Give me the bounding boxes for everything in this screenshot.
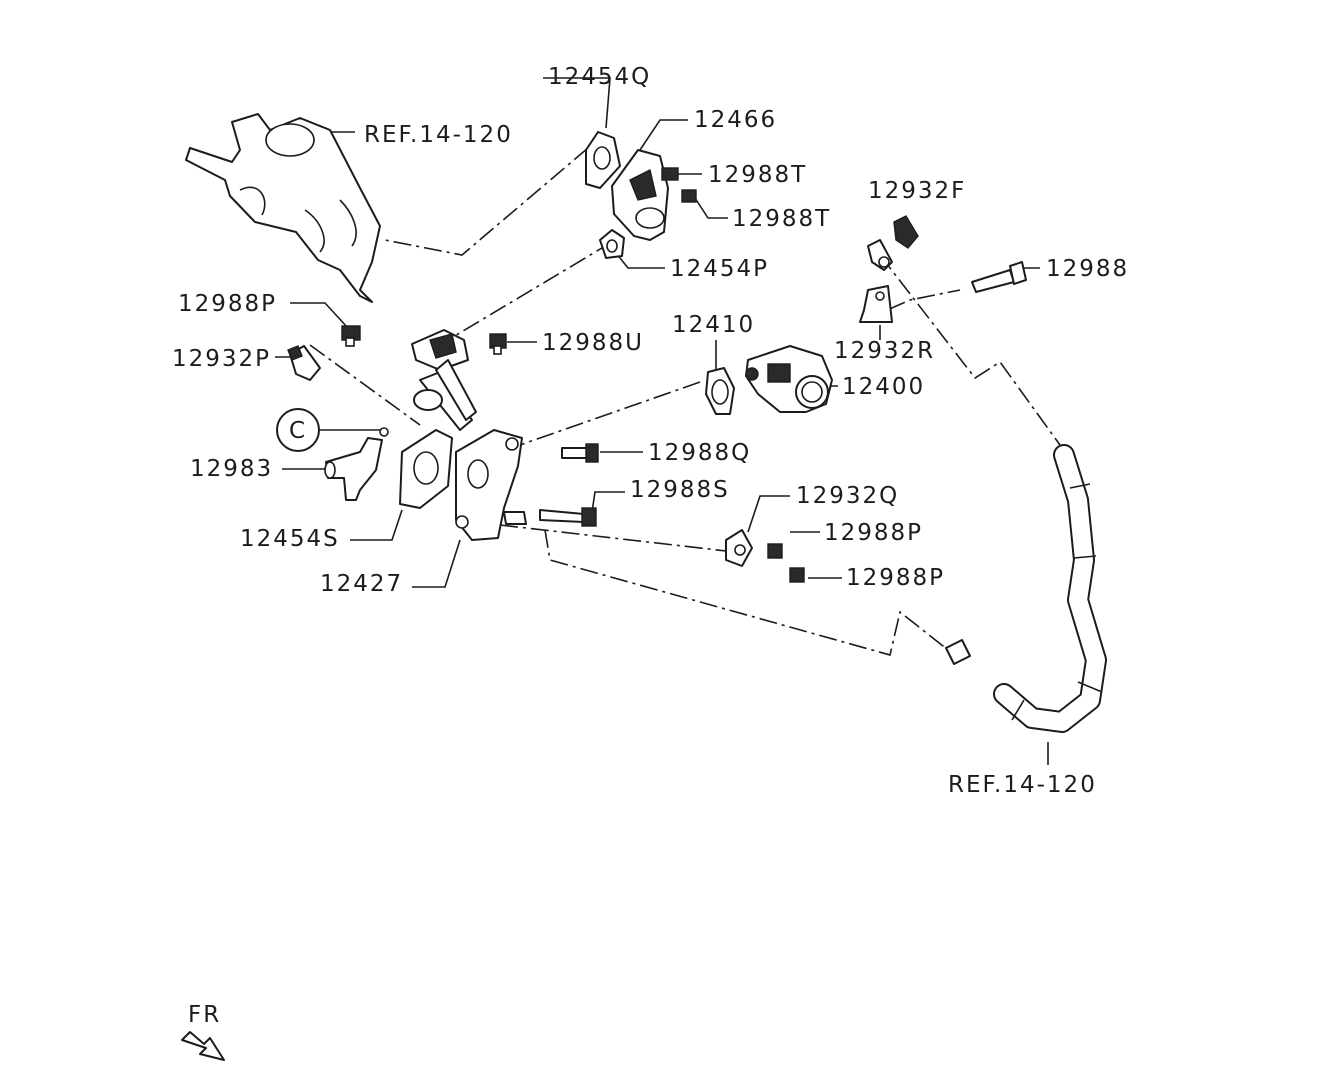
label-12988s: 12988S (630, 477, 730, 503)
label-12410: 12410 (672, 312, 755, 338)
label-12466: 12466 (694, 107, 777, 133)
label-12988t-b: 12988T (732, 206, 831, 232)
callout-c: C (276, 408, 389, 452)
gasket-12410 (705, 367, 735, 415)
label-12454q: 12454Q (548, 64, 651, 90)
label-12988u: 12988U (542, 330, 644, 356)
label-12427: 12427 (320, 571, 403, 597)
bolts-12988t (661, 167, 697, 203)
label-12932r: 12932R (834, 338, 935, 364)
bolt-12988s (539, 507, 597, 527)
gasket-12454s (399, 429, 453, 509)
clamp-12932p (287, 345, 321, 381)
egr-pipe-12466 (611, 149, 669, 241)
label-ref-top: REF.14-120 (364, 122, 513, 148)
bolt-12988u (489, 333, 507, 355)
leader-lines (275, 77, 1049, 765)
ref-top-assembly (185, 113, 381, 303)
egr-bracket-12427 (413, 359, 527, 541)
label-12988q: 12988Q (648, 440, 751, 466)
pipe-12983 (324, 437, 383, 501)
bracket-12932f (867, 215, 919, 271)
label-12983: 12983 (190, 456, 273, 482)
label-12932f: 12932F (868, 178, 966, 204)
coolant-hose (993, 444, 1107, 733)
bracket-12932r (859, 285, 893, 323)
bolt-12988p-left (341, 325, 361, 347)
label-12988: 12988 (1046, 256, 1129, 282)
assembly-lines (309, 147, 1061, 656)
gasket-12454p (599, 229, 625, 259)
bolt-12988 (971, 261, 1027, 293)
fr-label: FR (188, 1002, 221, 1028)
label-12988t-a: 12988T (708, 162, 807, 188)
bolt-12988q (561, 443, 599, 463)
front-indicator: FR (181, 1002, 225, 1061)
label-12400: 12400 (842, 374, 925, 400)
label-12988p-right-b: 12988P (846, 565, 945, 591)
label-ref-bottom: REF.14-120 (948, 772, 1097, 798)
gasket-12454q (585, 131, 621, 189)
label-12932p: 12932P (172, 346, 271, 372)
label-12454s: 12454S (240, 526, 340, 552)
label-12454p: 12454P (670, 256, 769, 282)
part-labels: 12454Q 12466 REF.14-120 12988T 12932F 12… (172, 64, 1129, 798)
label-12988p-left: 12988P (178, 291, 277, 317)
bolts-12988p-right (767, 543, 805, 583)
label-12988p-right-a: 12988P (824, 520, 923, 546)
callout-c-letter: C (289, 418, 305, 444)
bracket-12932q (725, 529, 753, 567)
front-arrow-icon (181, 1031, 225, 1061)
label-12932q: 12932Q (796, 483, 899, 509)
egr-valve-12400 (745, 345, 833, 413)
hose-clip (945, 639, 971, 665)
flange-connector (411, 329, 469, 371)
